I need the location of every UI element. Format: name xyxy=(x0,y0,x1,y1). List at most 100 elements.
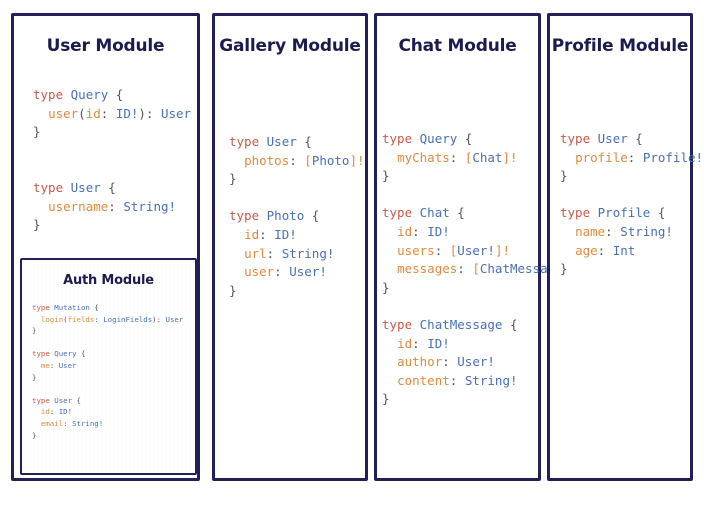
code-token: : xyxy=(457,261,473,277)
code-token: { xyxy=(100,179,116,195)
code-token: id xyxy=(40,407,50,417)
code-token: user xyxy=(244,264,275,280)
code-token: type xyxy=(560,131,598,146)
code-token: { xyxy=(449,205,465,221)
code-line: } xyxy=(560,260,703,279)
code-line: age: Int xyxy=(560,242,703,261)
code-token: type xyxy=(382,205,420,221)
code-line: type Photo { xyxy=(229,207,365,226)
code-line: } xyxy=(382,390,578,409)
code-line: type Query { xyxy=(33,86,191,105)
code-token: : xyxy=(94,314,104,324)
code-block-gallery-module: type User { photos: [Photo]!} type Photo… xyxy=(229,133,365,300)
code-token xyxy=(382,354,397,369)
code-line: id: ID! xyxy=(32,406,183,418)
code-token: } xyxy=(32,326,37,336)
code-line: type User { xyxy=(33,179,191,198)
code-token: User! xyxy=(457,242,495,258)
code-line: type User { xyxy=(229,133,365,152)
code-token: { xyxy=(108,87,124,102)
code-token: Int xyxy=(612,242,636,258)
code-token: type xyxy=(32,349,55,359)
code-token: username xyxy=(48,198,109,214)
panel-title-chat-module: Chat Module xyxy=(398,36,517,56)
code-token xyxy=(32,407,41,416)
code-token: String! xyxy=(464,372,518,388)
code-line xyxy=(33,142,191,161)
code-token: { xyxy=(457,131,473,146)
code-token: : xyxy=(49,360,59,370)
code-line xyxy=(560,186,703,205)
code-line: content: String! xyxy=(382,372,578,391)
code-token: ChatMessage xyxy=(479,261,563,277)
code-line: type Query { xyxy=(382,130,578,149)
code-token xyxy=(33,199,48,214)
panel-title-auth-module: Auth Module xyxy=(63,273,154,288)
code-token: } xyxy=(32,372,37,382)
code-line: } xyxy=(32,372,183,384)
code-token: { xyxy=(304,208,320,224)
code-token: id xyxy=(397,223,413,239)
code-token: Mutation xyxy=(54,303,90,312)
code-token: ( xyxy=(63,314,68,324)
panel-profile-module[interactable]: Profile Module type User { profile: Prof… xyxy=(547,13,703,481)
panel-title-user-module: User Module xyxy=(46,36,165,56)
code-token xyxy=(382,150,397,165)
code-token xyxy=(229,227,244,242)
code-token: email xyxy=(40,418,64,428)
code-token: : xyxy=(605,223,621,239)
code-token: String! xyxy=(620,223,673,239)
code-token: id xyxy=(397,335,413,351)
code-line xyxy=(229,189,365,208)
code-line: user: User! xyxy=(229,263,365,282)
code-token: ID! xyxy=(115,105,139,121)
code-line: username: String! xyxy=(33,198,191,217)
code-token: ] xyxy=(502,149,510,165)
code-line: } xyxy=(229,170,365,189)
code-line: id: ID! xyxy=(382,335,578,354)
panel-chat-module[interactable]: Chat Module type Query { myChats: [Chat]… xyxy=(374,13,578,481)
code-token: ): xyxy=(138,105,161,121)
code-token: User! xyxy=(289,264,327,280)
code-token xyxy=(560,243,575,258)
code-token xyxy=(560,150,575,165)
panel-auth-module[interactable]: Auth Module type Mutation { login(fields… xyxy=(20,258,197,475)
code-token: type xyxy=(382,316,420,332)
code-token: LoginFields xyxy=(103,314,153,324)
code-line: } xyxy=(560,167,703,186)
code-token: { xyxy=(502,316,518,332)
code-token xyxy=(32,315,41,324)
panel-title-gallery-module: Gallery Module xyxy=(219,36,361,56)
code-line: author: User! xyxy=(382,353,578,372)
code-token: Photo xyxy=(266,208,305,224)
code-token: : xyxy=(266,245,282,261)
code-token: : xyxy=(100,105,116,121)
code-token: User! xyxy=(457,354,495,370)
code-token xyxy=(382,261,397,276)
code-token: : xyxy=(434,242,450,258)
code-token: { xyxy=(650,205,666,221)
code-token xyxy=(229,264,244,279)
code-token: } xyxy=(560,168,568,184)
code-token: User xyxy=(597,131,628,146)
code-line: type Query { xyxy=(32,348,183,360)
panel-user-module[interactable]: User Module type Query { user(id: ID!): … xyxy=(11,13,200,481)
code-line: photos: [Photo]! xyxy=(229,152,364,171)
code-token: } xyxy=(560,261,568,277)
code-line: url: String! xyxy=(229,245,365,264)
code-token: } xyxy=(32,430,37,440)
panel-gallery-module[interactable]: Gallery Module type User { photos: [Phot… xyxy=(212,13,368,481)
code-token: { xyxy=(627,131,643,146)
code-token: ID! xyxy=(427,335,450,351)
code-token: myChats xyxy=(397,149,450,165)
code-token: } xyxy=(382,168,390,184)
code-token: id xyxy=(85,105,101,121)
code-token: Photo xyxy=(311,152,350,168)
code-token: fields xyxy=(67,314,95,324)
code-token xyxy=(382,373,397,388)
code-token: : xyxy=(108,198,124,214)
code-token: users xyxy=(397,242,435,258)
code-token: : xyxy=(259,226,275,242)
code-line: type Profile { xyxy=(560,204,703,223)
